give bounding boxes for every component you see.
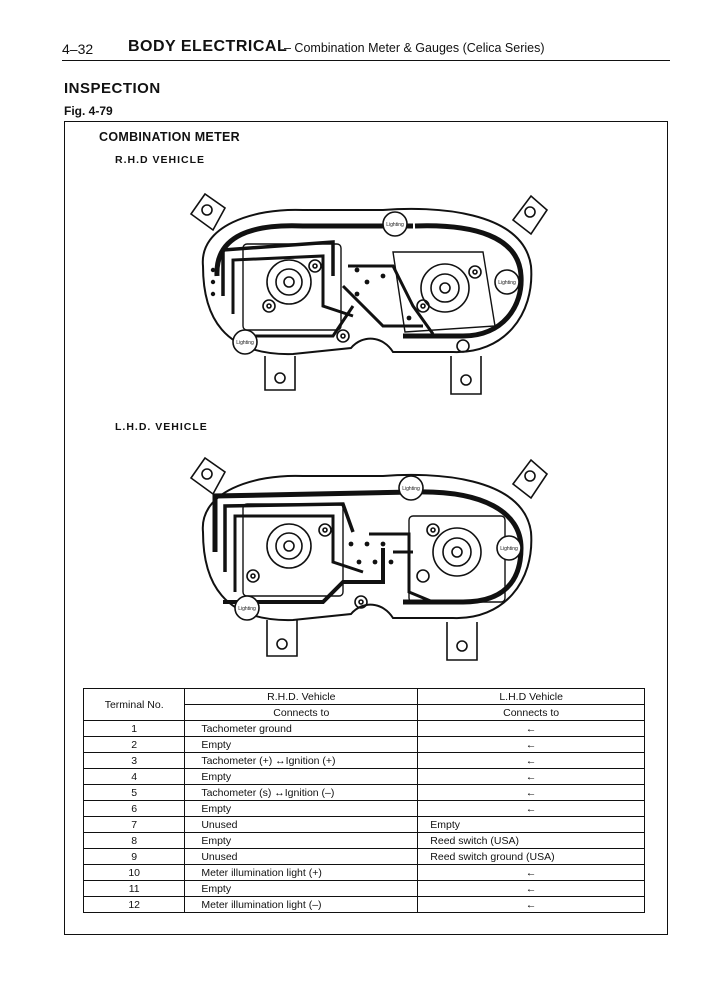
rhd-connection: Tachometer ground: [184, 720, 419, 737]
terminal-number: 8: [82, 832, 186, 849]
lhd-vehicle-label: L.H.D. VEHICLE: [115, 421, 208, 433]
figure-frame: COMBINATION METER R.H.D VEHICLE: [64, 121, 668, 935]
page-number: 4–32: [62, 41, 94, 57]
lhd-connection: ←: [417, 736, 645, 753]
terminal-number: 9: [82, 848, 186, 865]
terminal-number: 7: [82, 816, 186, 833]
terminal-number: 6: [82, 800, 186, 817]
terminal-number: 12: [82, 896, 186, 913]
terminal-number: 3: [82, 752, 186, 769]
terminal-number: 2: [82, 736, 186, 753]
rhd-connection: Empty: [184, 832, 419, 849]
rhd-connection: Tachometer (s) ↔Ignition (–): [184, 784, 419, 801]
lhd-connection: ←: [417, 752, 645, 769]
lighting-label: Lighting: [500, 546, 518, 552]
rhd-connection: Unused: [184, 848, 419, 865]
lhd-connection: ←: [417, 768, 645, 785]
lhd-connection: Empty: [417, 816, 645, 833]
section-title: BODY ELECTRICAL: [128, 38, 288, 55]
lighting-label: Lighting: [498, 280, 516, 286]
rhd-subheader: Connects to: [184, 704, 419, 721]
page-header: 4–32 BODY ELECTRICAL – Combination Meter…: [62, 38, 670, 61]
lhd-connection: Reed switch ground (USA): [417, 848, 645, 865]
lhd-connection: ←: [417, 896, 645, 913]
lhd-connection: ←: [417, 880, 645, 897]
terminal-number: 10: [82, 864, 186, 881]
terminal-number: 1: [82, 720, 186, 737]
lighting-label: Lighting: [236, 340, 254, 346]
rhd-header: R.H.D. Vehicle: [184, 688, 419, 705]
lighting-label: Lighting: [402, 486, 420, 492]
terminal-table: Terminal No. R.H.D. Vehicle L.H.D Vehicl…: [82, 688, 645, 913]
lhd-meter-diagram: Lighting Lighting Lighting: [189, 456, 549, 661]
rhd-connection: Empty: [184, 880, 419, 897]
rhd-connection: Empty: [184, 800, 419, 817]
lhd-header: L.H.D Vehicle: [417, 688, 645, 705]
figure-title: COMBINATION METER: [99, 130, 240, 144]
section-subtitle: – Combination Meter & Gauges (Celica Ser…: [284, 41, 545, 55]
rhd-connection: Unused: [184, 816, 419, 833]
rhd-vehicle-label: R.H.D VEHICLE: [115, 154, 206, 166]
lhd-connection: ←: [417, 720, 645, 737]
rhd-connection: Empty: [184, 768, 419, 785]
lighting-label: Lighting: [386, 222, 404, 228]
inspection-heading: INSPECTION: [64, 80, 161, 97]
rhd-connection: Tachometer (+) ↔Ignition (+): [184, 752, 419, 769]
rhd-connection: Empty: [184, 736, 419, 753]
lhd-connection: ←: [417, 864, 645, 881]
rhd-connection: Meter illumination light (+): [184, 864, 419, 881]
lighting-label: Lighting: [238, 606, 256, 612]
lhd-subheader: Connects to: [417, 704, 645, 721]
terminal-header: Terminal No.: [82, 688, 186, 721]
rhd-connection: Meter illumination light (–): [184, 896, 419, 913]
terminal-number: 4: [82, 768, 186, 785]
terminal-number: 5: [82, 784, 186, 801]
lhd-connection: ←: [417, 800, 645, 817]
rhd-meter-diagram: Lighting Lighting Lighting: [189, 192, 549, 395]
figure-label: Fig. 4-79: [64, 104, 113, 118]
terminal-number: 11: [82, 880, 186, 897]
lhd-connection: Reed switch (USA): [417, 832, 645, 849]
lhd-connection: ←: [417, 784, 645, 801]
